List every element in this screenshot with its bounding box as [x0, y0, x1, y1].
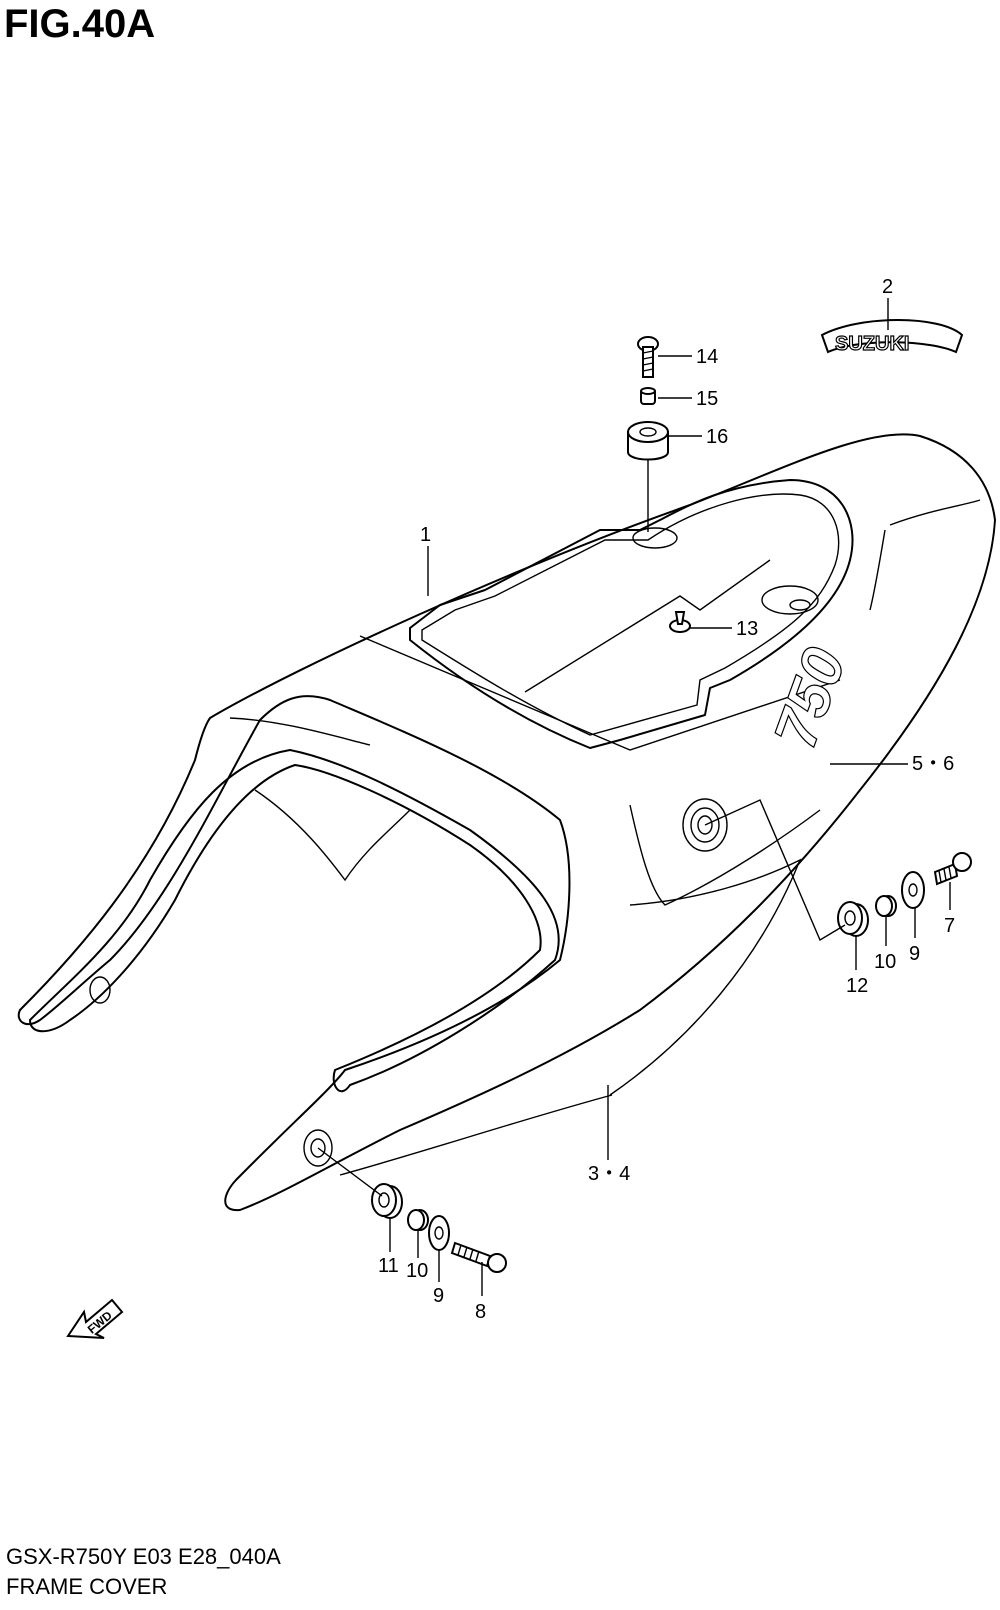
- suzuki-decal: SUZUKI: [820, 319, 964, 356]
- screw-14: [637, 336, 659, 378]
- callout-9-lower: 9: [433, 1285, 444, 1307]
- callout-9-upper: 9: [909, 943, 920, 965]
- washer-9b: [428, 1215, 450, 1251]
- callout-7: 7: [944, 915, 955, 937]
- model-750-decal: 750: [761, 639, 859, 757]
- collar-10a: [875, 895, 897, 917]
- callout-2: 2: [882, 276, 893, 298]
- fwd-arrow-icon: FWD: [66, 1298, 124, 1339]
- clip-13: [669, 611, 691, 633]
- section-name: FRAME COVER: [6, 1574, 168, 1599]
- callout-16: 16: [706, 426, 728, 448]
- frame-cover-outline: [17, 433, 996, 1212]
- bolt-7: [933, 852, 972, 886]
- callout-1: 1: [420, 524, 431, 546]
- leader-lines: [317, 298, 951, 1296]
- callout-14: 14: [696, 346, 718, 368]
- callout-8: 8: [475, 1301, 486, 1323]
- grommet-12: [837, 901, 869, 937]
- callout-13: 13: [736, 618, 758, 640]
- collar-10b: [407, 1209, 429, 1231]
- cushion-16: [627, 421, 669, 461]
- callout-3-4: 3・4: [588, 1163, 630, 1185]
- callout-15: 15: [696, 388, 718, 410]
- callout-11: 11: [378, 1255, 399, 1277]
- callout-10-upper: 10: [874, 951, 896, 973]
- tail-opening: [29, 749, 560, 1093]
- suzuki-text: SUZUKI: [835, 333, 909, 355]
- callout-10-lower: 10: [406, 1260, 428, 1282]
- seat-recess: [409, 479, 854, 749]
- model-750-text: 750: [761, 639, 858, 756]
- collar-15: [640, 387, 656, 405]
- figure-title: FIG.40A: [4, 2, 156, 46]
- bolt-8: [450, 1241, 507, 1273]
- grommet-11: [371, 1183, 403, 1219]
- washer-9a: [901, 871, 925, 909]
- model-code: GSX-R750Y E03 E28_040A: [6, 1544, 281, 1569]
- callout-5-6: 5・6: [912, 753, 954, 775]
- callout-12: 12: [846, 975, 868, 997]
